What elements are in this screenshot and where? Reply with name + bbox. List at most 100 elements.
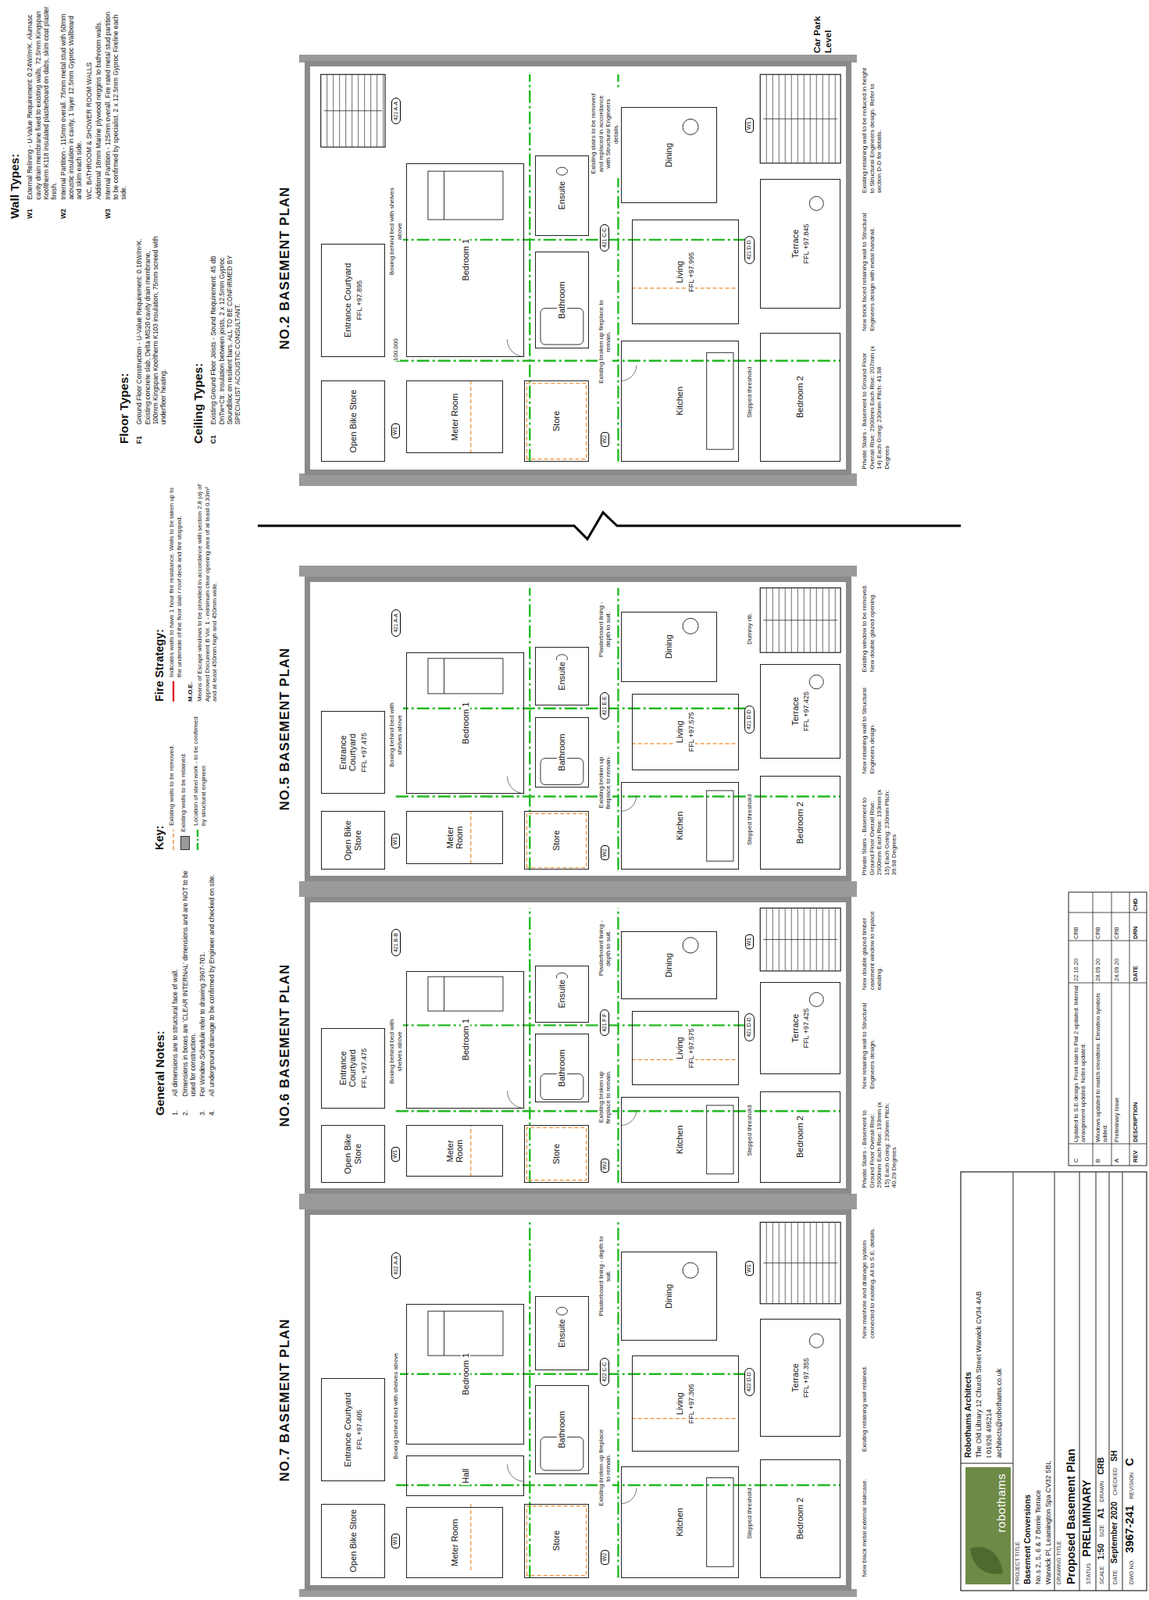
steel-line	[617, 907, 619, 1182]
room-box: Bathroom	[535, 251, 589, 349]
note-text: Internal Partition - 125mm overall. Fire…	[103, 6, 129, 200]
steel-line	[528, 907, 531, 1182]
furniture	[556, 167, 568, 175]
table-text: Updated to S.E design. Front stair to Fl…	[1072, 984, 1087, 1142]
note-text: Plasterboard lining - depth to suit.	[597, 597, 613, 661]
room-name: Kitchen	[674, 385, 686, 418]
room-name: Entrance Courtyard	[342, 1390, 354, 1468]
steel-line	[617, 1221, 619, 1578]
field-caption: SCALE	[1099, 1565, 1107, 1585]
room-name: Store	[551, 409, 562, 433]
table-text: CRB	[1094, 912, 1102, 939]
field-caption: DATE	[1112, 1569, 1120, 1585]
plan-title: NO.7 BASEMENT PLAN	[277, 1214, 293, 1585]
room-box: Open Bike Store	[321, 810, 386, 870]
revision-rule	[1068, 912, 1147, 914]
room-box: Meter Room	[406, 1125, 503, 1178]
room-box: LivingFFL +97.305	[631, 1355, 739, 1452]
table-text: A	[1113, 1145, 1121, 1163]
text-group: Robothams ArchitectsThe Old Library 12 C…	[963, 1176, 1013, 1458]
stair-arrow	[763, 118, 838, 120]
room-name: Living	[674, 718, 686, 745]
logo-leaf	[970, 1546, 1003, 1574]
floor-level: FFL +97.425	[802, 1006, 811, 1050]
field-value: Proposed Basement Plan	[1064, 1177, 1078, 1585]
room-name: Meter Room	[445, 1127, 465, 1175]
table-cell: 28.09.20	[1094, 940, 1102, 982]
title-text: Car Park Level	[812, 6, 835, 54]
note-text: Existing stairs to be removed and replac…	[589, 89, 620, 179]
room-name: Store	[551, 1528, 562, 1553]
room-name: Kitchen	[674, 810, 686, 843]
room-box: Store	[524, 1125, 589, 1183]
note-text: Plasterboard lining - depth to suit.	[597, 1235, 613, 1317]
type-code: W3	[103, 203, 129, 219]
plan-title: NO.6 BASEMENT PLAN	[277, 902, 293, 1189]
table-text: Preliminary Issue	[1113, 984, 1121, 1142]
furniture	[682, 937, 699, 953]
revision-rule	[1111, 892, 1113, 1166]
legend-line	[173, 829, 175, 850]
stair-tread	[382, 74, 384, 147]
floor-level: FFL +97.575	[687, 710, 696, 753]
basement-plan: NO.6 BASEMENT PLANOpen Bike StoreEntranc…	[304, 896, 852, 1194]
table-text: REV	[1131, 1145, 1139, 1163]
furniture	[443, 976, 445, 1011]
field-caption: DRAWN	[1099, 1480, 1107, 1503]
room-name: Terrace	[790, 695, 801, 728]
title-text: 1:50	[1096, 1543, 1107, 1560]
section-marker: 421 D-D	[744, 235, 754, 264]
field-caption: CHECKED	[1112, 1467, 1120, 1496]
room-box: Kitchen	[620, 1466, 739, 1578]
room-box: Dining	[620, 107, 718, 204]
field-caption: REVISION	[1128, 1471, 1136, 1499]
room-box: Entrance CourtyardFFL +97.475	[321, 1027, 386, 1108]
table-cell: CHD	[1131, 887, 1139, 911]
room-name: Entrance Courtyard	[342, 261, 354, 339]
note-text: Existing broken up fireplace to remain.	[597, 1427, 613, 1509]
note-text: New brick faced retaining wall to Struct…	[860, 204, 876, 332]
floor-level: FFL +97.475	[360, 1046, 368, 1090]
wall-tag: W1	[391, 833, 400, 849]
door-swing	[620, 364, 637, 381]
note-text: Additional 18mm Marine plywood noggins t…	[94, 6, 103, 200]
room-name: Bathroom	[556, 1409, 568, 1450]
note-text: Existing broken up fireplace to remain.	[597, 1066, 613, 1128]
field-caption: DWG NO.	[1128, 1559, 1136, 1585]
note-text: Existing retaining wall to be reduced in…	[860, 66, 884, 193]
text-group: W2Existing broken up fireplace to remain…	[588, 69, 621, 467]
field-value: C	[1123, 1457, 1137, 1466]
furniture	[428, 171, 504, 220]
door-swing	[620, 1109, 637, 1125]
room-name: Terrace	[790, 228, 801, 261]
note-text: External Relining - U-Value Requirement:…	[25, 6, 58, 200]
plan-title: NO.5 BASEMENT PLAN	[277, 581, 293, 876]
table-cell: Windows updated to match elevations. Ele…	[1094, 984, 1109, 1142]
room-box: Ensuite	[535, 646, 589, 706]
text-group: Ceiling Types:C1Existing Ground Floor Jo…	[191, 231, 266, 444]
text-group: DWG NO.3967-241REVISIONC	[1123, 1177, 1146, 1585]
room-name: Open Bike Store	[348, 388, 359, 455]
floor-level: FFL +97.895	[355, 278, 364, 322]
room-box: Ensuite	[535, 155, 589, 236]
door-swing	[506, 776, 525, 794]
wall-tag: W1	[745, 117, 754, 133]
text-group: W2Existing broken up fireplace to remain…	[588, 1217, 621, 1582]
room-box: Bathroom	[535, 1033, 589, 1103]
text-group: General Notes:1.All dimensions are to st…	[153, 865, 263, 1116]
door-swing	[620, 795, 637, 811]
revision-table-frame	[1068, 892, 1147, 1166]
table-cell: 24.09.20	[1113, 940, 1121, 982]
stair	[760, 1221, 841, 1303]
room-name: Dining	[663, 951, 675, 979]
logo-box: robothams	[965, 1466, 1011, 1585]
section-marker: 422 C-C	[599, 1357, 610, 1385]
table-text: CRB	[1113, 912, 1121, 939]
room-name: Kitchen	[674, 1505, 686, 1538]
room-name: Living	[674, 259, 686, 286]
table-cell: REV	[1131, 1145, 1139, 1163]
room-box: Bedroom 2	[760, 332, 841, 462]
table-text: B	[1094, 1145, 1102, 1163]
field-caption: PROJECT TITLE	[1014, 1177, 1022, 1585]
note-text: Private Stairs - Basement to Ground Floo…	[860, 785, 899, 876]
